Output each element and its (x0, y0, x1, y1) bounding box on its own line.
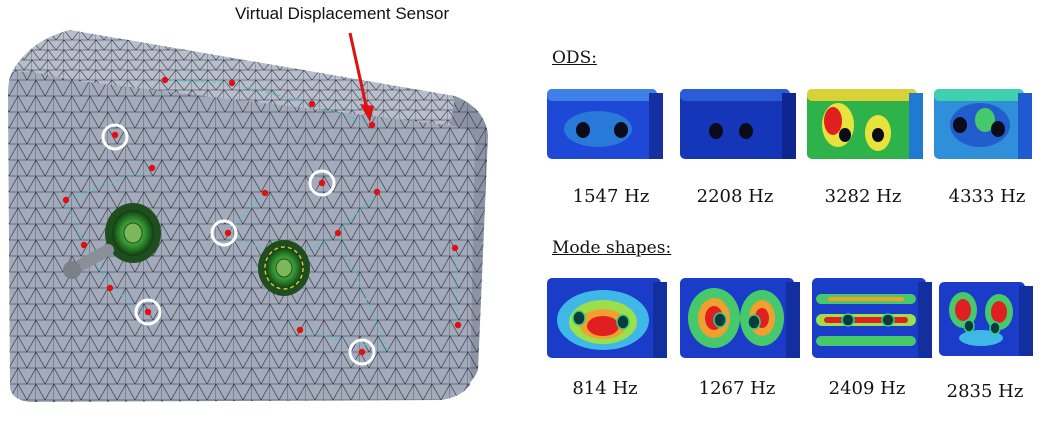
sensor-label: Virtual Displacement Sensor (235, 4, 450, 23)
port-left (105, 203, 161, 263)
selection-circles (101, 123, 376, 366)
ods-title: ODS: (552, 48, 597, 68)
ods-thumb-1 (547, 89, 663, 159)
ods-thumb-4 (934, 89, 1032, 159)
ods-thumb-2 (680, 89, 796, 159)
sensor-arrow (348, 32, 374, 122)
probe (63, 244, 114, 279)
mesh-block-illustration (8, 30, 488, 403)
mode-thumb-3 (812, 278, 932, 358)
mode-freq-1: 814 Hz (572, 378, 638, 399)
ods-freq-4: 4333 Hz (948, 186, 1026, 207)
ods-freq-1: 1547 Hz (572, 186, 650, 207)
mode-thumb-2 (680, 278, 800, 358)
mode-freq-4: 2835 Hz (946, 381, 1024, 402)
ods-thumb-3 (807, 89, 923, 159)
mesh-figure: Virtual Displacement Sensor (0, 0, 510, 427)
sensor-dots (62, 76, 462, 356)
port-right (258, 240, 310, 296)
mode-freq-3: 2409 Hz (828, 378, 906, 399)
mode-freq-2: 1267 Hz (698, 378, 776, 399)
mode-thumb-4 (939, 282, 1033, 356)
mode-shapes-title: Mode shapes: (552, 238, 672, 258)
ods-freq-2: 2208 Hz (696, 186, 774, 207)
ods-freq-3: 3282 Hz (824, 186, 902, 207)
mode-thumb-1 (547, 278, 667, 358)
